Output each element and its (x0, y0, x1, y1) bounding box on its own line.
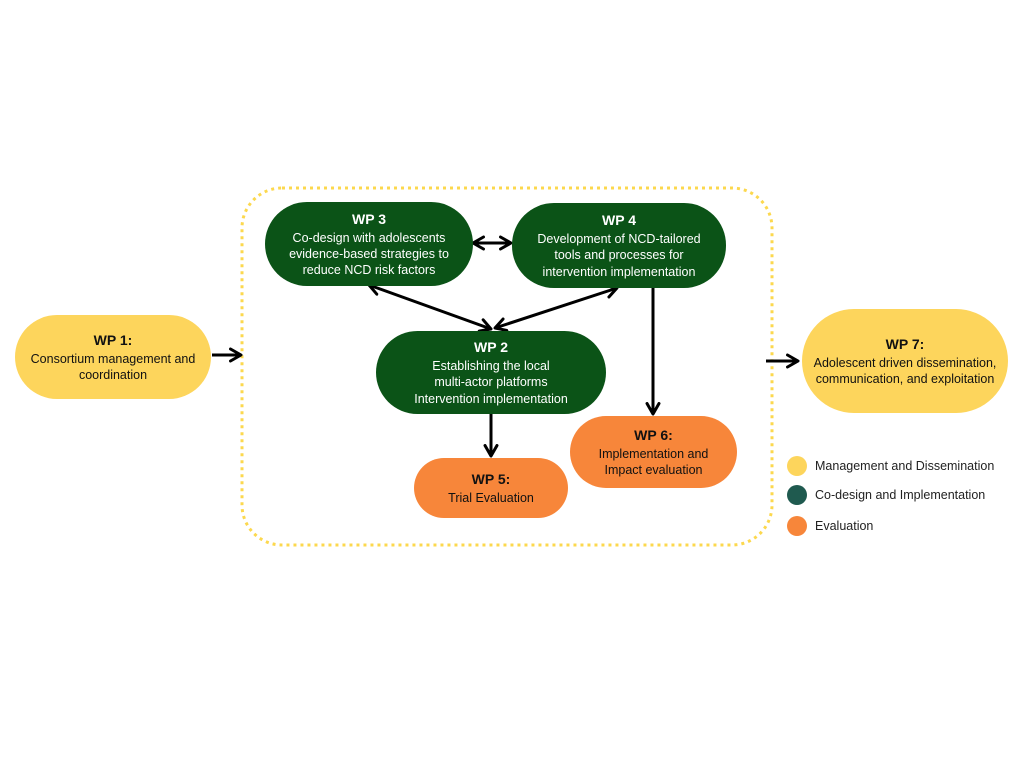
wp6-node: WP 6: Implementation and Impact evaluati… (570, 416, 737, 488)
legend-item-management: Management and Dissemination (787, 456, 994, 476)
wp4-node: WP 4 Development of NCD-tailored tools a… (512, 203, 726, 288)
wp7-title: WP 7: (885, 335, 925, 352)
wp7-description: Adolescent driven dissemination, communi… (813, 355, 997, 387)
wp5-title: WP 5: (471, 470, 511, 487)
wp5-node: WP 5: Trial Evaluation (414, 458, 568, 518)
arrow-wp3-wp2 (367, 281, 493, 333)
wp5-description: Trial Evaluation (448, 490, 534, 505)
wp7-node: WP 7: Adolescent driven dissemination, c… (802, 309, 1008, 413)
legend-label-evaluation: Evaluation (815, 519, 874, 533)
legend-label-management: Management and Dissemination (815, 459, 995, 473)
wp3-node: WP 3 Co-design with adolescents evidence… (265, 202, 473, 286)
legend-swatch-evaluation (787, 516, 807, 536)
wp2-description: Establishing the local multi-actor platf… (414, 359, 568, 406)
legend-item-evaluation: Evaluation (787, 516, 873, 536)
implementation-boundary (240, 186, 774, 547)
wp2-title: WP 2 (474, 339, 508, 356)
wp3-title: WP 3 (352, 210, 386, 227)
wp1-node: WP 1: Consortium management and coordina… (15, 315, 211, 399)
wp1-description: Consortium management and coordination (30, 351, 196, 383)
wp4-title: WP 4 (602, 212, 636, 229)
arrow-wp4-wp2 (493, 284, 619, 332)
legend-swatch-codesign (787, 485, 807, 505)
legend-item-codesign: Co-design and Implementation (787, 485, 985, 505)
wp4-description: Development of NCD-tailored tools and pr… (537, 232, 701, 279)
wp2-node: WP 2 Establishing the local multi-actor … (376, 331, 606, 414)
wp3-description: Co-design with adolescents evidence-base… (289, 230, 449, 278)
wp6-title: WP 6: (634, 426, 673, 443)
wp6-description: Implementation and Impact evaluation (598, 446, 709, 478)
legend-swatch-management (787, 456, 807, 476)
legend-label-codesign: Co-design and Implementation (815, 488, 986, 502)
wp1-title: WP 1: (93, 331, 133, 348)
